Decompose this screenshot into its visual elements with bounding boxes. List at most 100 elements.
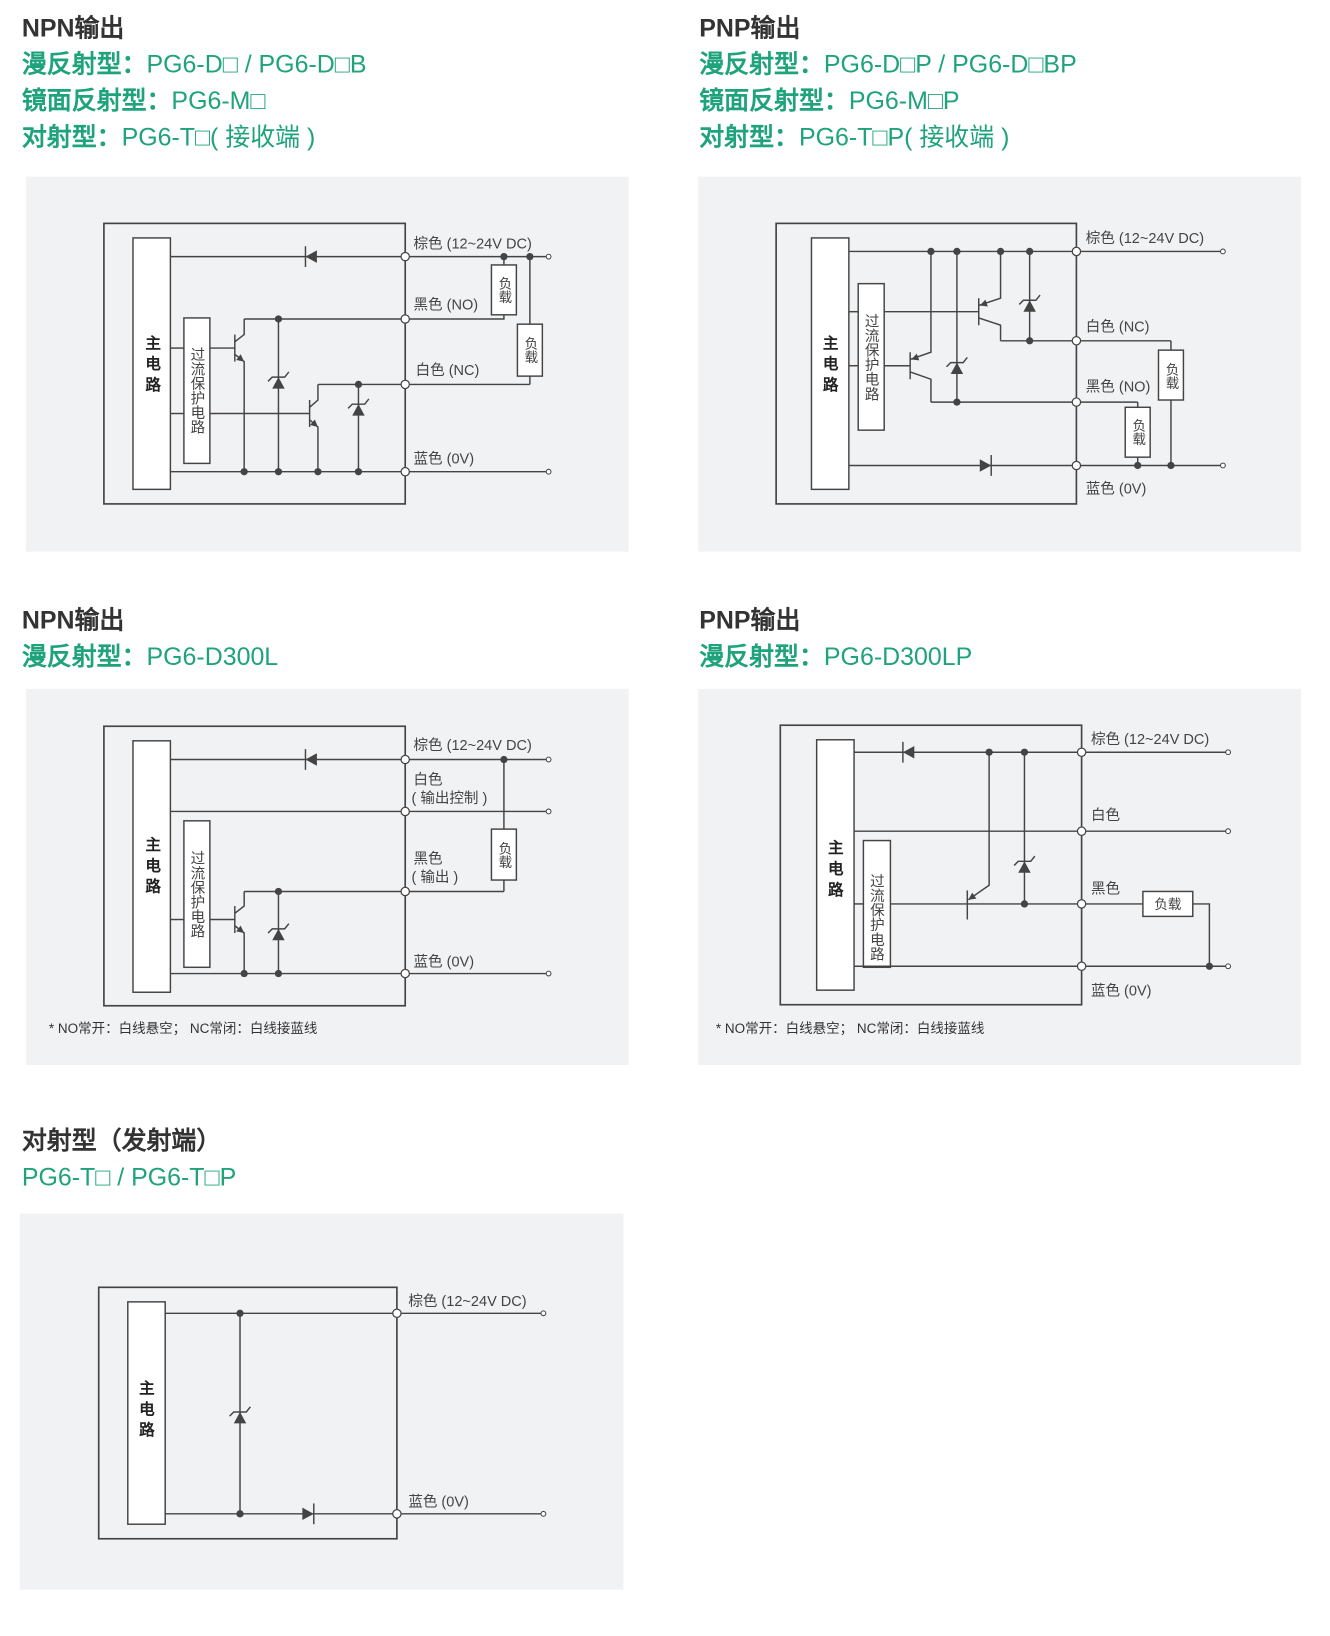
terminal-icon [392, 1308, 402, 1319]
load-label: 负载 [1154, 897, 1181, 912]
transistor-leg [967, 752, 990, 901]
protection-circuit-box [183, 820, 211, 969]
sensor-housing-outline [103, 222, 407, 505]
junction-dot [500, 252, 508, 261]
wire-end-icon [1219, 248, 1226, 255]
section-heading-pnp-d300lp: PNP输出 [699, 606, 801, 635]
terminal-icon [1076, 747, 1087, 758]
junction-dot [953, 398, 961, 406]
transistor-arrow [911, 353, 920, 361]
wire-label-white: 白色 [1091, 807, 1120, 824]
model-type: 漫反射型： [21, 643, 147, 672]
junction-dot [500, 755, 508, 764]
sensor-housing-outline [775, 222, 1078, 505]
section-heading-pnp: PNP输出 [699, 14, 801, 43]
main-circuit-box [810, 237, 850, 491]
zener-diode-icon [352, 404, 365, 416]
junction-dot [274, 315, 283, 323]
transistor-lower-leg [909, 371, 932, 403]
terminal-icon [400, 968, 410, 979]
zener-bar [1018, 294, 1041, 305]
main-circuit-label: 主电路 [143, 835, 161, 899]
sensor-housing-outline [97, 1286, 398, 1540]
terminal-icon [400, 251, 410, 262]
terminal-icon [1071, 397, 1082, 407]
model-type: 对射型： [699, 123, 799, 152]
terminal-icon [1071, 336, 1082, 346]
terminal-icon [1076, 826, 1087, 836]
main-circuit-box [132, 237, 172, 491]
wire-label-blue: 蓝色 (0V) [408, 1494, 469, 1511]
transistor-arrow [310, 419, 318, 428]
main-circuit-box [132, 740, 172, 993]
diagram-panel-npn-d300l [25, 688, 629, 1065]
wire-label-blue: 蓝色 (0V) [1091, 982, 1152, 999]
diode-icon [902, 746, 915, 759]
junction-dot [240, 969, 248, 978]
zener-diode-icon [272, 928, 285, 941]
load-label: 负载 [1130, 419, 1146, 448]
model-line: 漫反射型：PG6-D□P / PG6-D□BP [699, 47, 1076, 83]
transistor-arrow [979, 299, 988, 307]
wire-end-icon [1219, 462, 1226, 469]
transistor-upper-leg [909, 251, 932, 361]
wire-label-black: 黑色 (NO) [414, 297, 479, 314]
model-type: 漫反射型： [699, 50, 824, 79]
model-line: 对射型：PG6-T□( 接收端 ) [22, 119, 316, 155]
zener-bar [946, 356, 968, 368]
zener-diode-icon [272, 377, 285, 389]
wire-label-brown: 棕色 (12~24V DC) [1091, 731, 1209, 748]
junction-dot [526, 252, 534, 261]
transistor-lower-leg [978, 317, 1002, 341]
junction-dot [1026, 337, 1034, 345]
terminal-icon [400, 466, 410, 477]
transistor-upper-leg [978, 251, 1002, 307]
transistor-lower-leg [234, 925, 245, 974]
zener-diode-icon [1018, 861, 1031, 873]
junction-dot [1020, 900, 1029, 908]
protection-circuit-box [183, 317, 211, 465]
transistor-upper-leg [234, 318, 245, 343]
zener-diode-icon [950, 362, 964, 375]
wire-label-white: 白色 (NC) [416, 362, 480, 379]
wire-end-icon [545, 970, 552, 977]
wire-label-black: 黑色 [1091, 881, 1120, 898]
junction-dot [354, 380, 363, 389]
load-box [516, 323, 544, 377]
model-type: 镜面反射型： [21, 87, 172, 116]
model-line: PG6-T□ / PG6-T□P [22, 1160, 236, 1196]
wire-label-black: 黑色 [414, 850, 443, 867]
terminal-icon [400, 379, 410, 390]
transistor-upper-leg [309, 384, 319, 408]
wire-label-brown: 棕色 (12~24V DC) [414, 235, 532, 252]
junction-dot [1167, 461, 1175, 470]
main-circuit-label: 主电路 [826, 838, 844, 902]
protection-circuit-label: 过流保护电路 [863, 314, 879, 402]
zener-diode-icon [233, 1412, 247, 1424]
junction-dot [274, 969, 283, 978]
zener-bar [347, 398, 370, 409]
footnote: * NO常开：白线悬空； NC常闭：白线接蓝线 [49, 1020, 318, 1037]
terminal-icon [400, 806, 410, 817]
model-line: 漫反射型：PG6-D300L [22, 639, 278, 675]
main-circuit-label: 主电路 [137, 1379, 155, 1443]
model-code: PG6-M□ [171, 87, 266, 116]
wire-label-brown: 棕色 (12~24V DC) [1086, 230, 1204, 247]
model-line: 对射型：PG6-T□P( 接收端 ) [699, 119, 1009, 155]
model-type: 漫反射型： [699, 643, 824, 672]
protection-circuit-label: 过流保护电路 [188, 347, 204, 435]
model-code: PG6-M□P [848, 87, 960, 116]
terminal-icon [400, 754, 410, 765]
protection-circuit-box [862, 839, 892, 969]
protection-circuit-label: 过流保护电路 [868, 874, 884, 962]
model-code: PG6-T□( 接收端 ) [121, 123, 316, 152]
transistor-arrow [236, 925, 245, 934]
junction-dot [314, 468, 322, 476]
diagram-panel-pnp [698, 176, 1301, 552]
wire-end-icon [1225, 749, 1232, 756]
model-code: PG6-T□ / PG6-T□P [21, 1163, 237, 1192]
sensor-housing-outline [103, 725, 407, 1007]
terminal-icon [400, 886, 410, 897]
junction-dot [274, 468, 283, 476]
